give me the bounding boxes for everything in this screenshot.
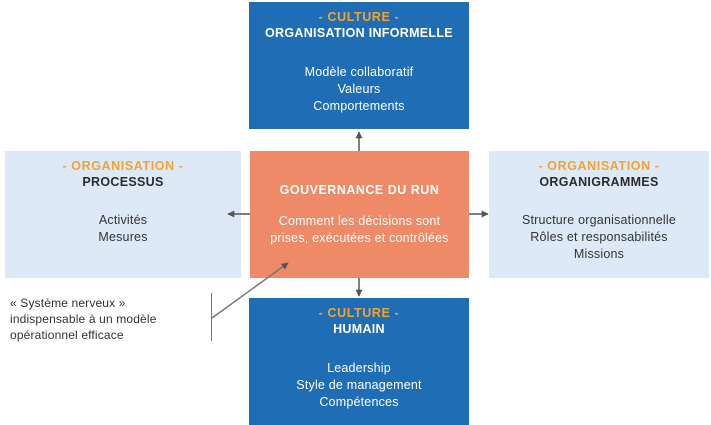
box-title: HUMAIN bbox=[333, 322, 385, 336]
box-item: Missions bbox=[573, 247, 625, 261]
box-item: Rôles et responsabilités bbox=[530, 230, 668, 244]
box-item: Style de management bbox=[296, 378, 422, 392]
box-item: Compétences bbox=[319, 395, 399, 409]
box-items: Structure organisationnelle Rôles et res… bbox=[522, 212, 676, 263]
box-item: Valeurs bbox=[337, 82, 381, 96]
nervous-system-note: « Système nerveux » indispensable à un m… bbox=[10, 295, 157, 343]
note-line: « Système nerveux » bbox=[10, 296, 126, 310]
box-item: Mesures bbox=[98, 230, 148, 244]
box-category: - ORGANISATION - bbox=[538, 159, 660, 173]
box-category: - CULTURE - bbox=[318, 306, 400, 320]
box-item: Comportements bbox=[313, 99, 405, 113]
culture-informal-organisation-box: - CULTURE - ORGANISATION INFORMELLE Modè… bbox=[249, 2, 469, 129]
box-category: - CULTURE - bbox=[318, 10, 400, 24]
box-item: Modèle collaboratif bbox=[304, 65, 414, 79]
box-title: ORGANIGRAMMES bbox=[539, 175, 659, 189]
box-item: Activités bbox=[98, 213, 148, 227]
note-pointer-arrow bbox=[211, 262, 289, 319]
box-category: - ORGANISATION - bbox=[62, 159, 184, 173]
box-title: ORGANISATION INFORMELLE bbox=[265, 26, 453, 40]
center-title: GOUVERNANCE DU RUN bbox=[279, 183, 440, 197]
gouvernance-du-run-box: GOUVERNANCE DU RUN Comment les décisions… bbox=[250, 151, 469, 278]
box-items: Modèle collaboratif Valeurs Comportement… bbox=[305, 64, 414, 115]
box-item: Leadership bbox=[327, 361, 391, 375]
note-line: opérationnel efficace bbox=[10, 328, 124, 342]
organisation-processus-box: - ORGANISATION - PROCESSUS Activités Mes… bbox=[5, 151, 241, 278]
note-bracket bbox=[204, 293, 212, 341]
organisation-organigrammes-box: - ORGANISATION - ORGANIGRAMMES Structure… bbox=[489, 151, 709, 278]
box-items: Activités Mesures bbox=[98, 212, 147, 246]
box-item: Structure organisationnelle bbox=[521, 213, 677, 227]
box-items: Leadership Style de management Compétenc… bbox=[296, 360, 421, 411]
box-title: PROCESSUS bbox=[82, 175, 164, 189]
note-line: indispensable à un modèle bbox=[10, 312, 157, 326]
center-description: Comment les décisions sont prises, exécu… bbox=[270, 214, 449, 245]
culture-humain-box: - CULTURE - HUMAIN Leadership Style de m… bbox=[249, 298, 469, 425]
